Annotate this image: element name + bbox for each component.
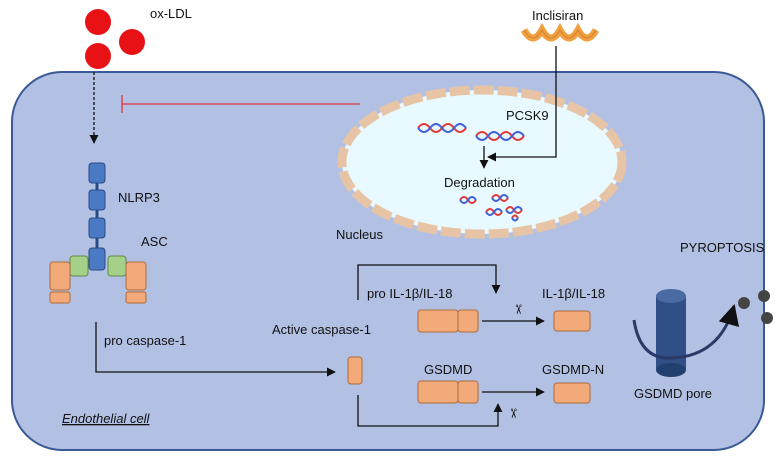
- asc-label: ASC: [141, 234, 168, 249]
- degraded-rna-fragments: [459, 194, 523, 222]
- asc-adaptors: [69, 255, 127, 277]
- active-caspase-1-box: [347, 356, 363, 385]
- pyroptosis-label: PYROPTOSIS: [680, 240, 765, 255]
- pcsk9-inhibition-line: [121, 95, 360, 113]
- gsdmd-protein: [417, 380, 479, 404]
- mature-il-box: [553, 310, 591, 332]
- nlrp3-inflammasome: [88, 162, 106, 271]
- pcsk9-label: PCSK9: [506, 108, 549, 123]
- endothelial-cell-label: Endothelial cell: [62, 411, 151, 426]
- released-cytokine-particles: [738, 290, 773, 324]
- gsdmd-pore: [656, 289, 686, 377]
- gsdmd-pore-label: GSDMD pore: [634, 386, 712, 401]
- pro-il-label: pro IL-1β/IL-18: [367, 286, 453, 301]
- inclisiran-to-degradation-arrow: [487, 46, 557, 162]
- il-label: IL-1β/IL-18: [542, 286, 605, 301]
- ox-ldl-particles: [85, 9, 145, 69]
- gsdmd-label: GSDMD: [424, 362, 472, 377]
- scissors-icon-gsdmd: ✂: [505, 408, 520, 419]
- gsdmd-n-box: [553, 382, 591, 404]
- nucleus-label: Nucleus: [336, 227, 383, 242]
- active-caspase-label: Active caspase-1: [272, 322, 371, 337]
- inclisiran-sirna-icon: [520, 22, 600, 42]
- pro-caspase-label: pro caspase-1: [104, 333, 186, 348]
- gsdmd-n-label: GSDMD-N: [542, 362, 604, 377]
- nucleus: [337, 85, 627, 239]
- pyroptosis-release-arrow: [632, 303, 740, 360]
- nlrp3-label: NLRP3: [118, 190, 160, 205]
- scissors-icon: ✂: [510, 304, 525, 315]
- pro-caspase-1-arms: [49, 261, 147, 304]
- caspase-to-pro-il-connector: [357, 264, 501, 300]
- inclisiran-label: Inclisiran: [532, 8, 583, 23]
- pro-il-protein: [417, 309, 479, 333]
- degradation-label: Degradation: [444, 175, 515, 190]
- caspase-to-gsdmd-connector: [357, 395, 503, 427]
- ox-ldl-label: ox-LDL: [150, 6, 192, 21]
- caspase-activation-arrow: [95, 322, 336, 377]
- pcsk9-mrna-strands: [417, 123, 525, 141]
